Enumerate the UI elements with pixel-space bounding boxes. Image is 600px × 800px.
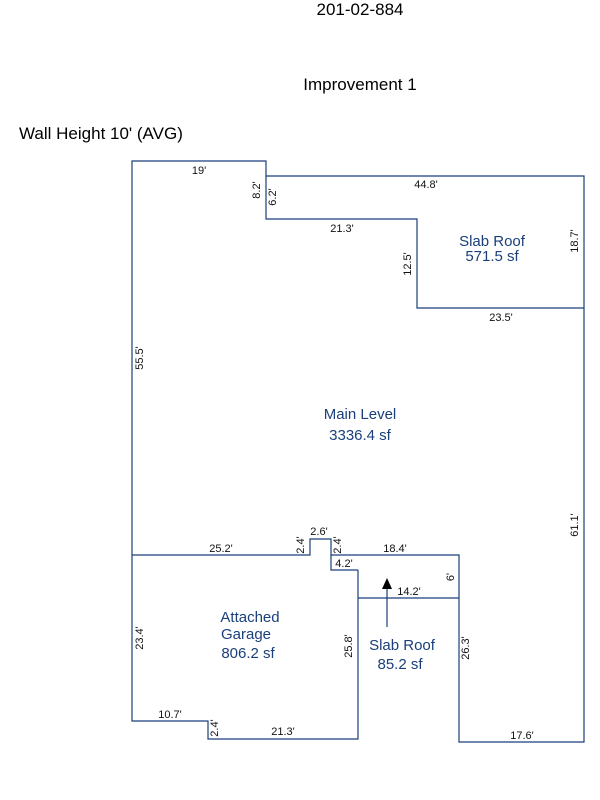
dim-porch-inner: 14.2' (397, 586, 421, 598)
slab-roof-bottom-name: Slab Roof (369, 637, 436, 654)
arrow-icon (382, 578, 392, 589)
dim-garage-right: 25.8' (343, 634, 355, 658)
dim-garage-left: 23.4' (134, 626, 146, 650)
dim-bump-right: 2.4' (332, 536, 344, 553)
slab-roof-bottom-size: 85.2 sf (377, 656, 423, 673)
dim-top-right: 44.8' (414, 179, 438, 191)
wall-height-label: Wall Height 10' (AVG) (19, 124, 183, 143)
dim-step-b: 6.2' (267, 188, 279, 205)
garage-name-1: Attached (220, 609, 279, 626)
dim-garage-top: 25.2' (209, 543, 233, 555)
garage-size: 806.2 sf (221, 645, 275, 662)
inner-step-wall (265, 176, 584, 309)
dim-garage-bottom: 21.3' (271, 726, 295, 738)
dim-top-left: 19' (192, 165, 206, 177)
dim-porch-right: 6' (445, 573, 457, 581)
dim-slab-left: 12.5' (402, 252, 414, 276)
dim-slab-right: 18.7' (569, 229, 581, 253)
dim-bottom-slab-right: 26.3' (460, 636, 472, 660)
dim-garage-bottom-left: 10.7' (158, 709, 182, 721)
dim-bump-left: 2.4' (295, 536, 307, 553)
parcel-id: 201-02-884 (316, 0, 404, 19)
dim-garage-notch: 2.4' (209, 719, 221, 736)
dim-step-a: 8.2' (251, 181, 263, 198)
dim-bottom-right: 17.6' (510, 730, 534, 742)
dim-right-wall: 61.1' (569, 513, 581, 537)
main-level-size: 3336.4 sf (329, 427, 392, 444)
slab-roof-top-size: 571.5 sf (465, 248, 519, 265)
dim-slab-bottom: 23.5' (489, 312, 513, 324)
dim-bump-top: 2.6' (310, 526, 327, 538)
garage-name-2: Garage (221, 626, 271, 643)
slab-roof-top-name: Slab Roof (459, 233, 526, 250)
porch-outline (330, 555, 459, 599)
dim-left-wall: 55.5' (134, 346, 146, 370)
garage-outline (131, 555, 359, 740)
improvement-label: Improvement 1 (303, 75, 417, 94)
dim-porch-top: 18.4' (383, 543, 407, 555)
dim-inner-top: 21.3' (330, 223, 354, 235)
main-level-name: Main Level (324, 406, 397, 423)
dim-porch-left: 4.2' (335, 558, 352, 570)
